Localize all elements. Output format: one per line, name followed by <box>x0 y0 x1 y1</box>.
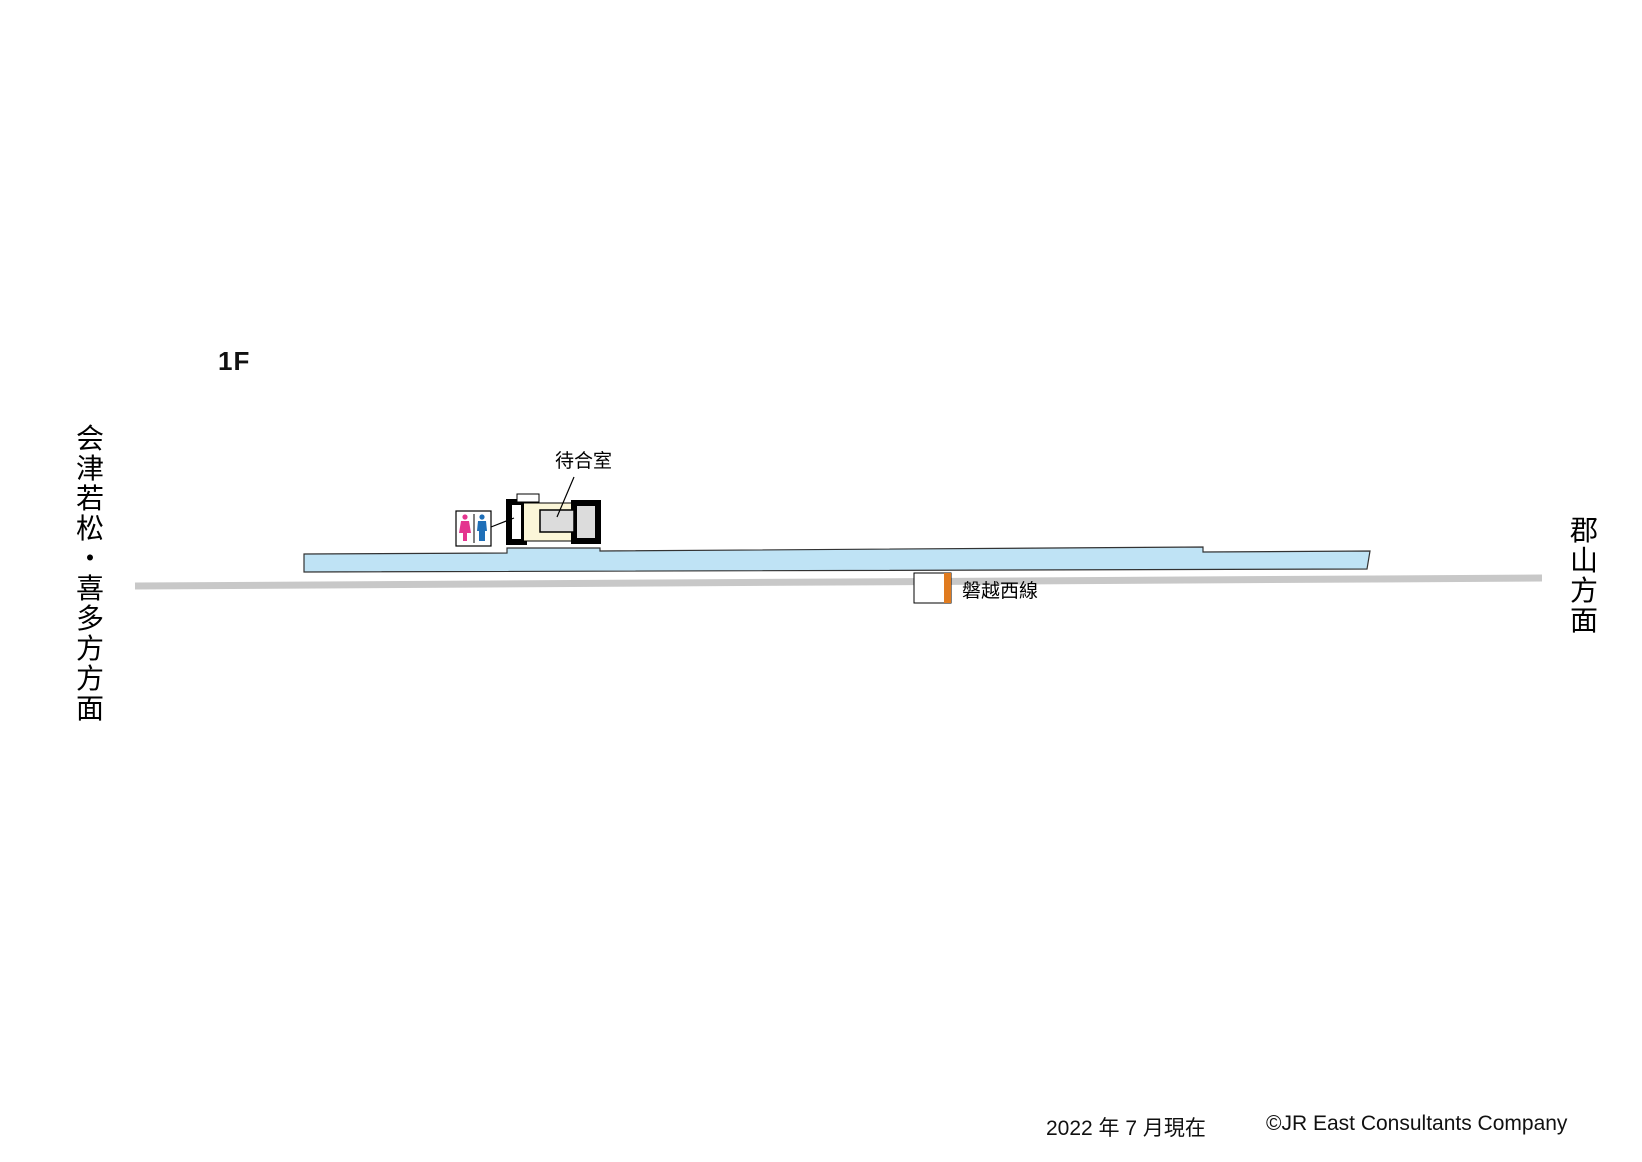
building-canopy <box>516 493 540 503</box>
platform <box>303 546 1371 573</box>
toilet-icon <box>455 510 492 547</box>
direction-char: 面 <box>75 692 104 725</box>
direction-char: 郡 <box>1569 514 1598 547</box>
direction-char: 方 <box>1569 574 1598 607</box>
toilet-leader <box>490 517 515 528</box>
waiting-room-bench <box>539 509 575 533</box>
direction-char: 喜 <box>75 572 104 605</box>
direction-char: 津 <box>75 452 104 485</box>
direction-char: ・ <box>75 542 104 575</box>
direction-char: 会 <box>75 422 104 455</box>
waiting-room-label: 待合室 <box>555 450 613 472</box>
direction-char: 山 <box>1569 544 1598 577</box>
line-name-label: 磐越西線 <box>962 580 1039 602</box>
copyright: ©JR East Consultants Company <box>1266 1112 1568 1135</box>
direction-aizuwakamatsu-kitakata: 会 津 若 松 ・ 喜 多 方 方 面 <box>74 424 106 724</box>
direction-char: 方 <box>75 662 104 695</box>
waiting-room <box>571 500 601 544</box>
station-building <box>506 493 601 545</box>
direction-char: 方 <box>75 632 104 665</box>
direction-koriyama: 郡 山 方 面 <box>1568 516 1600 636</box>
line-marker-icon <box>913 572 952 604</box>
toilet-room <box>506 499 527 545</box>
floor-label: 1F <box>218 346 251 376</box>
direction-char: 若 <box>75 482 104 515</box>
direction-char: 面 <box>1569 604 1598 637</box>
direction-char: 多 <box>75 602 104 635</box>
railway-track <box>134 574 1543 590</box>
direction-char: 松 <box>75 512 104 545</box>
as-of-date: 2022 年 7 月現在 <box>1046 1117 1206 1140</box>
waiting-room-leader <box>556 476 575 518</box>
